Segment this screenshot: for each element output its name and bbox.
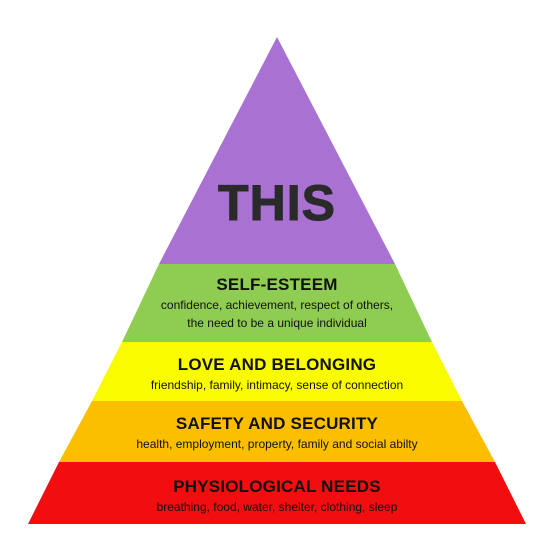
pyramid-tier-apex xyxy=(159,37,395,264)
pyramid-tier-safety-and-security xyxy=(59,401,495,462)
love-and-belonging-description: friendship, family, intimacy, sense of c… xyxy=(150,378,404,392)
self-esteem-title: SELF-ESTEEM xyxy=(216,275,338,294)
pyramid-tier-self-esteem xyxy=(122,264,432,342)
pyramid-tier-physiological-needs xyxy=(28,462,526,524)
love-and-belonging-title: LOVE AND BELONGING xyxy=(177,355,377,374)
physiological-needs-title: PHYSIOLOGICAL NEEDS xyxy=(173,477,381,496)
pyramid-tier-love-and-belonging xyxy=(92,342,462,401)
physiological-needs-description: breathing, food, water, shelter, clothin… xyxy=(156,500,398,514)
self-esteem-description-line-1: confidence, achievement, respect of othe… xyxy=(160,298,394,312)
safety-and-security-description: health, employment, property, family and… xyxy=(136,437,418,451)
safety-and-security-title: SAFETY AND SECURITY xyxy=(175,414,379,433)
self-esteem-description-line-2: the need to be a unique individual xyxy=(187,316,367,330)
apex-label: THIS xyxy=(218,175,336,232)
